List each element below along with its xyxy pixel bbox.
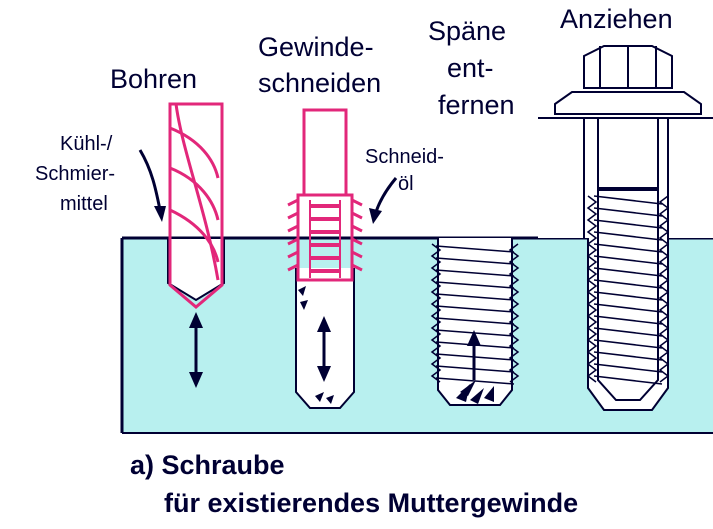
tap-feed-arrow — [317, 316, 331, 382]
label-chips-line3: fernen — [438, 90, 515, 120]
drill-bit — [168, 102, 224, 309]
label-tapping-line2: schneiden — [258, 68, 381, 98]
drilling-step — [138, 102, 225, 388]
chip-removal-step — [430, 238, 520, 406]
label-oil-line2: öl — [398, 173, 414, 195]
caption-line2: für existierendes Muttergewinde — [164, 488, 578, 518]
drill-hole — [167, 237, 225, 302]
chip-pile — [456, 380, 494, 404]
bolt-threads — [586, 195, 670, 385]
coolant-pointer-arrow — [138, 149, 162, 211]
tap-tool — [287, 108, 363, 282]
bolt — [554, 45, 702, 401]
label-oil-line1: Schneid- — [365, 146, 444, 168]
clamped-part — [538, 118, 713, 238]
label-coolant-line3: mittel — [60, 193, 108, 215]
label-drilling: Bohren — [110, 64, 197, 94]
label-tapping-line1: Gewinde- — [258, 32, 374, 62]
tapping-step — [287, 108, 398, 409]
bolt-through-hole — [583, 118, 669, 238]
tightening-step — [538, 45, 713, 411]
chip-removal-arrow — [467, 330, 481, 380]
label-tightening: Anziehen — [560, 4, 673, 34]
tap-hole-chips — [298, 286, 334, 404]
label-coolant-line2: Schmier- — [35, 163, 115, 185]
label-chips-line1: Späne — [428, 16, 506, 46]
label-chips-line2: ent- — [447, 53, 494, 83]
oil-pointer-arrow — [374, 177, 398, 213]
label-coolant-line1: Kühl-/ — [60, 133, 113, 155]
drill-feed-arrow — [189, 312, 203, 388]
caption-line1: a) Schraube — [130, 450, 285, 480]
